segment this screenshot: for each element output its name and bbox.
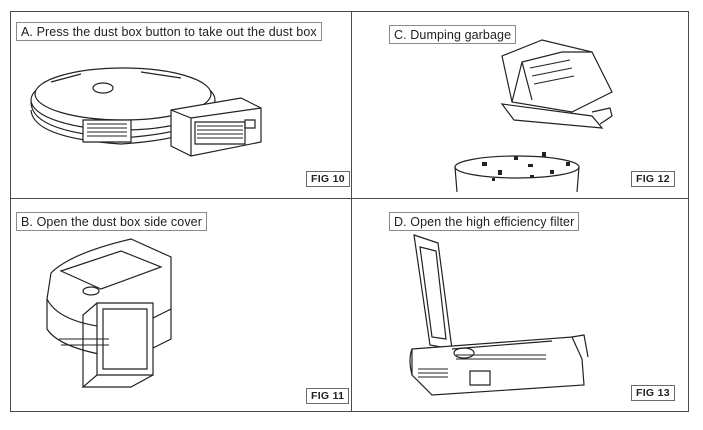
panel-b-caption: B. Open the dust box side cover <box>16 212 207 231</box>
dust-box-side-cover-illustration <box>11 199 351 412</box>
panel-d-caption: D. Open the high efficiency filter <box>389 212 580 231</box>
dumping-garbage-illustration <box>352 12 689 198</box>
high-efficiency-filter-illustration <box>352 199 689 412</box>
fig-label: FIG 11 <box>306 388 350 404</box>
grid-divider-horizontal <box>10 198 689 199</box>
panel-b: B. Open the dust box side cover FIG 11 <box>11 199 351 412</box>
panel-a: A. Press the dust box button to take out… <box>11 12 351 198</box>
panel-c: C. Dumping garbage FIG 12 <box>352 12 689 198</box>
panel-a-caption: A. Press the dust box button to take out… <box>16 22 322 41</box>
fig-label: FIG 13 <box>631 385 675 401</box>
fig-label: FIG 12 <box>631 171 675 187</box>
panel-c-caption: C. Dumping garbage <box>389 25 517 44</box>
robot-dust-box-removal-illustration <box>11 12 351 198</box>
figure-grid <box>10 11 689 412</box>
panel-d: D. Open the high efficiency filter FIG 1… <box>352 199 689 412</box>
grid-divider-vertical <box>351 11 352 412</box>
fig-label: FIG 10 <box>306 171 350 187</box>
